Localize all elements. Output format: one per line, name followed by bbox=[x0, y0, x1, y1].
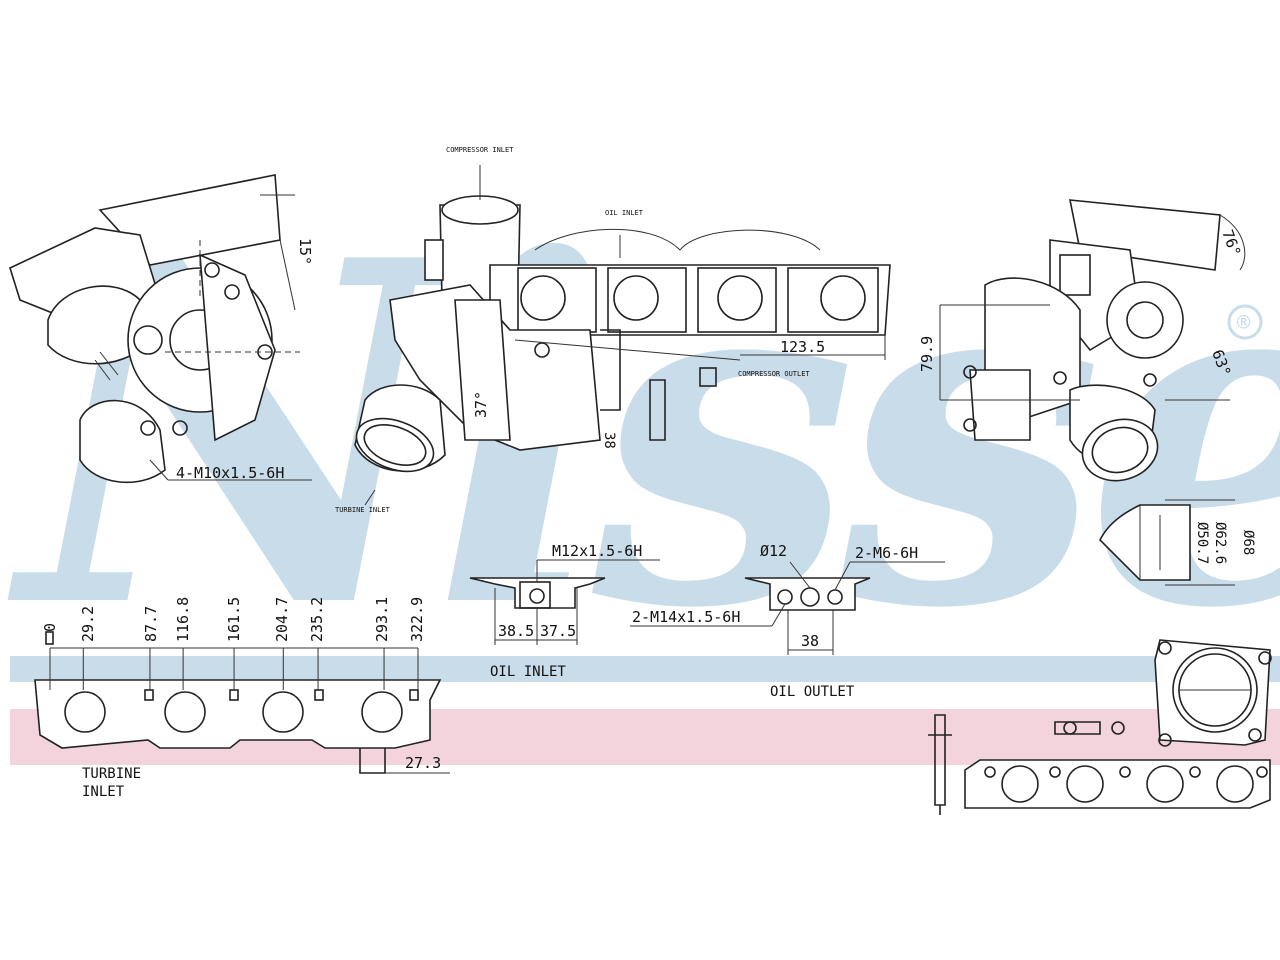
oil-outlet-width-label: 38 bbox=[801, 632, 819, 650]
right-height-label: 79.9 bbox=[918, 336, 936, 372]
tiny-label-compressor-outlet: COMPRESSOR OUTLET bbox=[738, 370, 810, 378]
center-size-label: 38 bbox=[601, 432, 617, 449]
registered-mark: ® bbox=[1237, 311, 1251, 336]
turbine-inlet-flange bbox=[34, 631, 450, 774]
turbine-pos-8: 322.9 bbox=[408, 597, 426, 642]
oil-outlet-detail bbox=[630, 561, 945, 655]
turbine-offset-label: 27.3 bbox=[405, 754, 441, 772]
turbine-label-line1: TURBINE bbox=[82, 766, 141, 782]
tiny-label-oil-inlet: OIL INLET bbox=[605, 209, 644, 217]
right-diam-a-label: Ø50.7 bbox=[1194, 522, 1210, 564]
left-angle-label: 15° bbox=[296, 238, 314, 265]
oil-inlet-detail bbox=[469, 559, 660, 645]
right-diam-c-label: Ø68 bbox=[1240, 530, 1256, 555]
oil-outlet-thread-a-label: 2-M6-6H bbox=[855, 544, 918, 562]
blue-band bbox=[10, 656, 1280, 682]
turbine-pos-2: 87.7 bbox=[142, 606, 160, 642]
oil-inlet-thread-label: M12x1.5-6H bbox=[552, 542, 642, 560]
turbine-pos-7: 293.1 bbox=[373, 597, 391, 642]
tiny-label-compressor-inlet: COMPRESSOR INLET bbox=[446, 146, 514, 154]
gasket-kit bbox=[928, 639, 1272, 815]
turbine-pos-4: 161.5 bbox=[225, 597, 243, 642]
oil-outlet-label: OIL OUTLET bbox=[770, 684, 855, 700]
right-turbo-view bbox=[939, 199, 1246, 586]
left-thread-label: 4-M10x1.5-6H bbox=[176, 464, 284, 482]
oil-outlet-diam-label: Ø12 bbox=[760, 542, 787, 560]
turbine-label-line2: INLET bbox=[82, 784, 125, 800]
center-turbo-view bbox=[354, 165, 891, 506]
turbine-pos-3: 116.8 bbox=[174, 597, 192, 642]
oil-outlet-thread-b-label: 2-M14x1.5-6H bbox=[632, 608, 740, 626]
left-turbo-view bbox=[9, 174, 312, 484]
turbine-pos-6: 235.2 bbox=[308, 597, 326, 642]
turbine-pos-1: 29.2 bbox=[79, 606, 97, 642]
oil-inlet-label: OIL INLET bbox=[490, 664, 566, 680]
center-length-label: 123.5 bbox=[780, 338, 825, 356]
right-diam-b-label: Ø62.6 bbox=[1212, 522, 1228, 564]
tiny-label-turbine-inlet: TURBINE INLET bbox=[335, 506, 391, 514]
center-angle-label: 37° bbox=[472, 391, 490, 418]
oil-inlet-width-b: 37.5 bbox=[540, 622, 576, 640]
oil-inlet-width-a: 38.5 bbox=[498, 622, 534, 640]
turbine-pos-0: 0 bbox=[41, 623, 59, 632]
turbine-pos-5: 204.7 bbox=[273, 597, 291, 642]
